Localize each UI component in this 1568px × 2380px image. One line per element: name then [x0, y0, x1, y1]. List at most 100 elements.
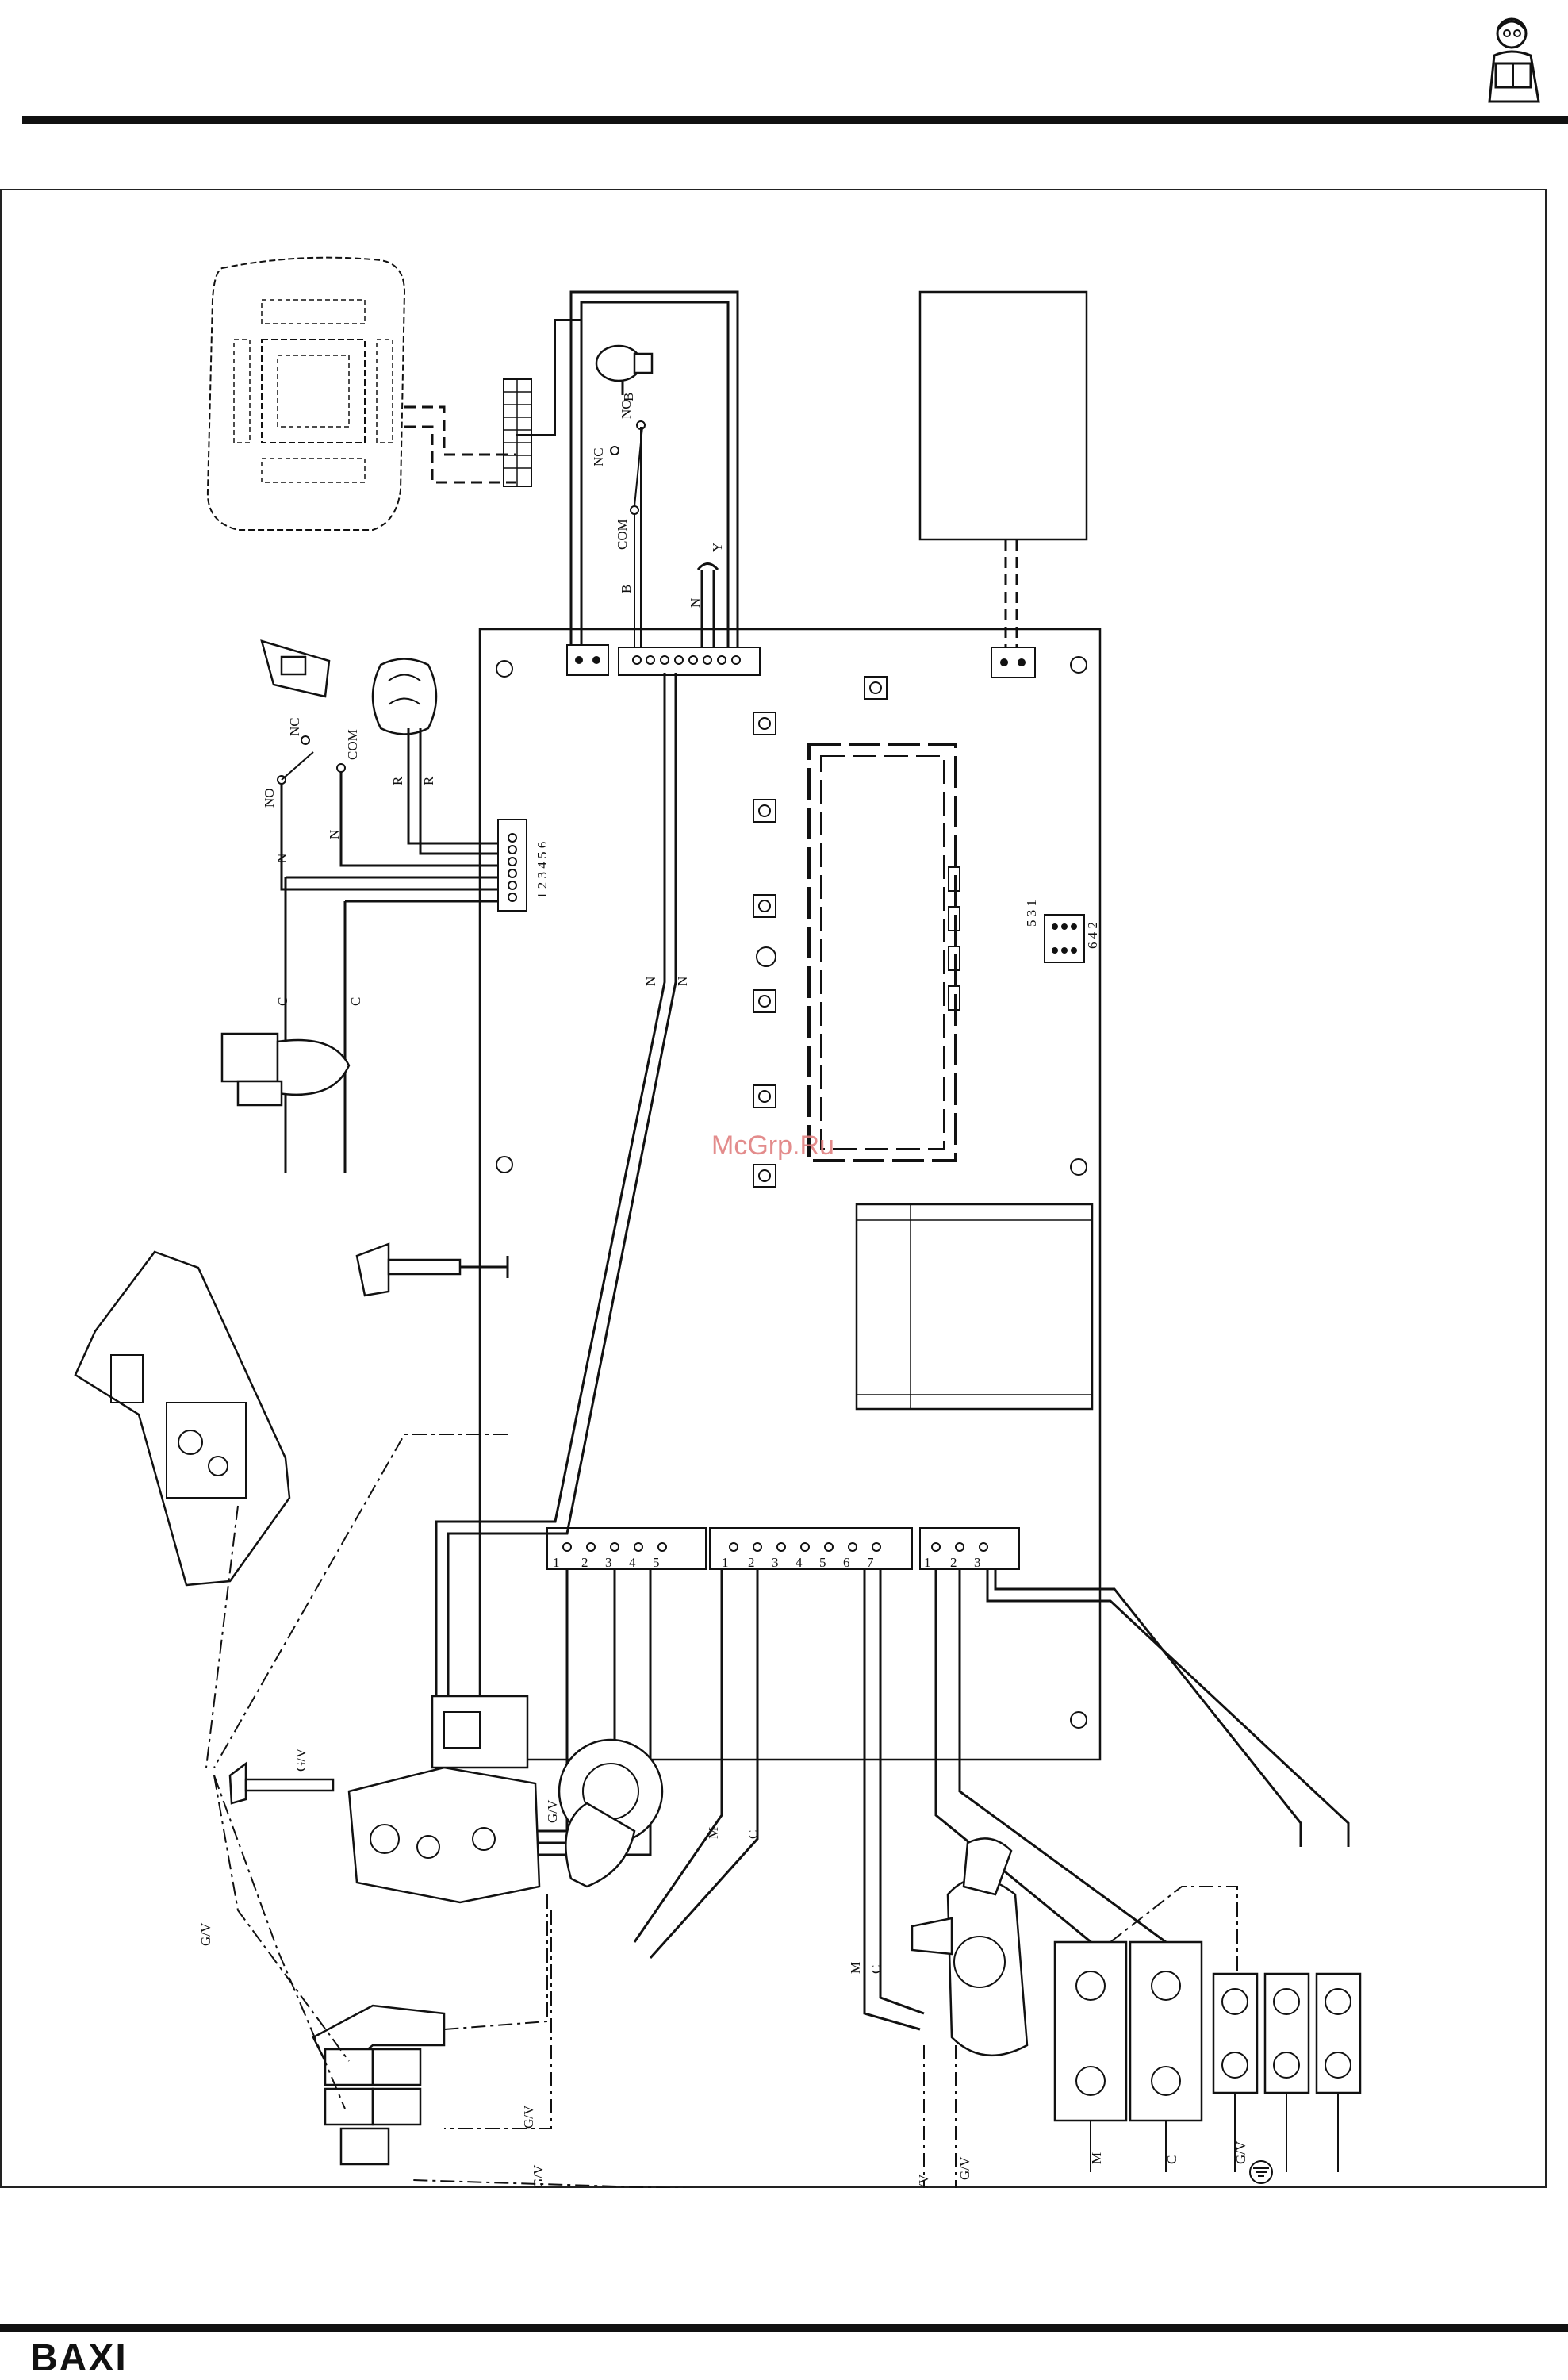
cn8-bottom-pins: 6 4 2: [1085, 922, 1100, 949]
pressure-switch: [595, 344, 654, 395]
cn4-connector: [919, 1527, 1020, 1570]
svg-text:4: 4: [796, 1555, 803, 1570]
wire-top-loop: [580, 301, 730, 647]
wire-fan-m: [633, 1569, 723, 1943]
ignition-electrode: [355, 1242, 509, 1297]
switch-contact-nc: [610, 446, 619, 455]
label-n: N: [274, 854, 289, 863]
label-r: R: [421, 776, 436, 785]
wire-pump-c: [879, 1569, 925, 2015]
cn2-connector: [618, 647, 761, 676]
label-c: C: [275, 997, 290, 1006]
earth-wire: [412, 2045, 925, 2198]
pcb-mount-hole: [496, 1156, 513, 1173]
wire-fan-c: [649, 1569, 759, 1960]
svg-text:7: 7: [867, 1555, 874, 1570]
remote-control-unit: [206, 256, 406, 531]
label-com: COM: [345, 729, 360, 760]
cn3-pin-numbers: 1 2 3 4 5: [553, 1555, 660, 1570]
earth-wire: [444, 1910, 552, 2129]
label-nc: NC: [287, 717, 302, 736]
earth-wire: [213, 1434, 508, 1768]
svg-text:2: 2: [950, 1555, 957, 1570]
label-c: C: [1164, 2155, 1179, 2164]
cn8-connector: [1044, 914, 1085, 963]
earth-ground-icon: [1249, 2160, 1273, 2184]
wire-mains-c: [958, 1569, 1167, 1944]
wire-top-loop: [569, 290, 739, 647]
cn5-connector: [991, 647, 1036, 678]
flame-sensor-electrode: [228, 1761, 335, 1805]
transformer-block: [855, 1203, 1094, 1411]
remote-cable: [404, 405, 516, 456]
wire-gas-valve-n: [435, 673, 666, 1847]
external-module-box: [918, 290, 1088, 541]
label-r: R: [390, 776, 405, 785]
label-gv: G/V: [531, 2164, 546, 2188]
cn7-connector: [566, 644, 609, 676]
label-gv: G/V: [957, 2156, 972, 2180]
display-segments: [948, 866, 960, 1011]
label-gv: G/V: [1233, 2140, 1248, 2164]
label-gv: G/V: [521, 2105, 536, 2129]
svg-text:2: 2: [748, 1555, 755, 1570]
cn6-pin-numbers: 1 2 3 4 5 6 7: [722, 1555, 874, 1570]
svg-text:1: 1: [553, 1555, 560, 1570]
svg-text:5: 5: [819, 1555, 826, 1570]
label-n: N: [688, 598, 703, 608]
label-n: N: [675, 977, 690, 986]
cn8-top-pins: 5 3 1: [1024, 900, 1039, 927]
display-module: [807, 743, 957, 1162]
label-c: C: [868, 1965, 884, 1974]
cn2-pins: [632, 655, 741, 665]
wire-gas-valve-n: [447, 673, 677, 1847]
wire-terminal: [516, 319, 581, 436]
footer-rule: [0, 2324, 1568, 2332]
remote-cable: [404, 425, 516, 484]
svg-text:5: 5: [653, 1555, 660, 1570]
label-b: B: [619, 585, 634, 593]
label-m: M: [706, 1827, 721, 1839]
baxi-logo: BAXI: [30, 2337, 128, 2379]
watermark: McGrp.Ru: [711, 1130, 834, 1161]
cn1-pins: [508, 833, 517, 902]
wire-ntc: [419, 728, 498, 855]
svg-text:1: 1: [924, 1555, 931, 1570]
fan: [558, 1738, 664, 1888]
svg-text:4: 4: [629, 1555, 636, 1570]
label-b: B: [621, 393, 636, 401]
pcb-mount-hole: [1070, 656, 1087, 674]
label-c: C: [348, 997, 363, 1006]
earth-wire: [213, 1775, 350, 2062]
wire-n: [339, 772, 498, 867]
label-n: N: [327, 830, 342, 839]
diagram-frame: [0, 189, 1547, 2188]
mains-terminal-block: [1053, 1940, 1362, 2122]
ntc-sensor: [371, 658, 438, 735]
wire-mains-n: [986, 1569, 1350, 1847]
pcb-mount-hole: [1070, 1711, 1087, 1729]
label-gv: G/V: [545, 1799, 560, 1823]
label-c: C: [746, 1830, 761, 1839]
svg-text:1: 1: [722, 1555, 729, 1570]
burner: [312, 2004, 446, 2166]
cn6-connector: [709, 1527, 913, 1570]
label-gv: G/V: [198, 1922, 213, 1946]
svg-text:3: 3: [605, 1555, 612, 1570]
label-no: NO: [262, 788, 277, 808]
pcb-mount-hole: [1070, 1158, 1087, 1176]
cn4-pin-numbers: 1 2 3: [924, 1555, 981, 1570]
svg-text:6: 6: [843, 1555, 850, 1570]
wire-ntc: [407, 728, 498, 845]
pcb-led: [756, 946, 776, 967]
bottom-connector-pins: [562, 1542, 988, 1552]
label-gv: G/V: [293, 1748, 309, 1772]
label-m: M: [1089, 2152, 1104, 2164]
earth-wire: [1110, 1886, 1238, 1974]
label-gv: G/V: [916, 2174, 931, 2188]
svg-text:2: 2: [581, 1555, 588, 1570]
gas-valve: [347, 1695, 541, 1904]
label-y: Y: [710, 543, 725, 552]
earth-wire: [213, 1775, 346, 2109]
header-rule: [22, 116, 1568, 124]
